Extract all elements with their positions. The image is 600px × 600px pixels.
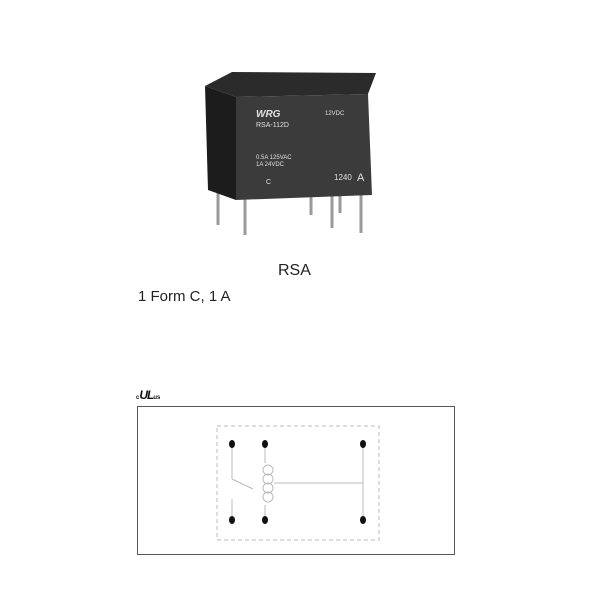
- pin-dot: [360, 440, 366, 448]
- pin-dot: [229, 440, 235, 448]
- product-subtitle: 1 Form C, 1 A: [138, 288, 231, 305]
- switch-arm: [231, 478, 254, 490]
- relay-side-face: [205, 86, 236, 200]
- relay-photo: WRG RSA-112D 12VDC 0.5A 125VAC 1A 24VDC …: [205, 72, 376, 235]
- product-title: RSA: [278, 262, 311, 279]
- relay-pins: [216, 190, 363, 235]
- ul-prefix: c: [136, 395, 140, 401]
- schematic: [216, 425, 380, 541]
- relay-coil: 12VDC: [325, 111, 345, 117]
- ul-certification-logo: cULus: [136, 386, 160, 404]
- relay-brand: WRG: [256, 109, 281, 120]
- relay-front-face: [236, 94, 372, 200]
- pin-dot: [262, 440, 268, 448]
- relay-top-face: [205, 72, 376, 97]
- relay-code-suffix: A: [357, 172, 365, 184]
- relay-code: 1240: [334, 173, 352, 182]
- relay-model: RSA-112D: [256, 122, 289, 129]
- relay-mark-c: C: [266, 179, 271, 186]
- relay-rating-2: 1A 24VDC: [256, 162, 285, 168]
- ul-mark: UL: [139, 388, 154, 402]
- pin-dot: [229, 516, 235, 524]
- pin-dot: [360, 516, 366, 524]
- coil-icon: [262, 464, 274, 503]
- pin-dot: [262, 516, 268, 524]
- package-outline: [216, 425, 380, 541]
- ul-suffix: us: [153, 395, 161, 401]
- relay-rating-1: 0.5A 125VAC: [256, 155, 292, 161]
- pin-diagram: [137, 406, 455, 555]
